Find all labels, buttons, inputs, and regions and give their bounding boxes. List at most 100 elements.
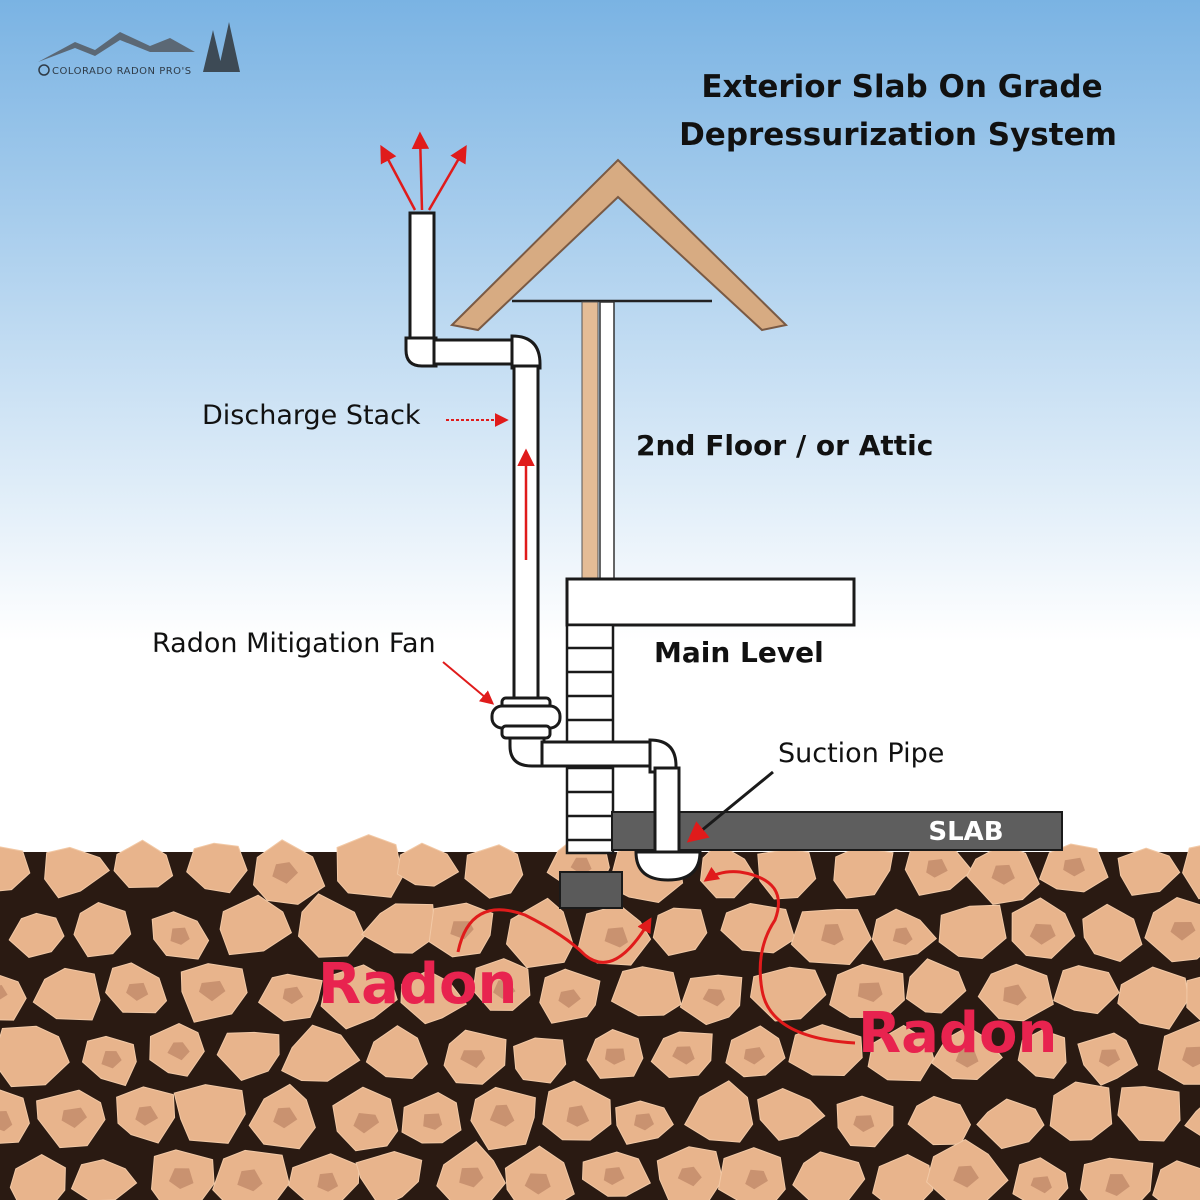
soil-stone [1157,1021,1200,1085]
soil-stone-shade [857,982,883,1002]
soil-stone [73,901,132,958]
soil-stone-shade [672,1046,695,1065]
soil-stone-shade [167,1042,190,1061]
discharge-stack-pipe [404,211,542,702]
soil-stone-shade [423,1113,443,1130]
logo-text: COLORADO RADON PRO'S [52,66,192,77]
soil-stone [0,846,31,892]
soil-stone-shade [0,985,8,1000]
soil-stone-shade [170,927,190,945]
soil-stone [684,1080,754,1143]
soil-stone-shade [199,980,226,1002]
soil-stone-shade [273,1107,298,1129]
soil-stone [365,1025,428,1080]
fan-arrow [442,661,495,705]
soil-stone [70,1159,138,1200]
soil-stone [355,1150,423,1200]
soil-stone-shade [169,1168,194,1189]
soil-stone [0,1025,70,1088]
soil-stone-shade [460,1050,486,1068]
soil-stone-shade [317,1172,339,1192]
title-line-1: Exterior Slab On Grade [701,69,1102,105]
soil-stone [1117,966,1189,1030]
soil-stone [792,1151,866,1200]
soil-stone [1117,1086,1181,1142]
soil-stone [513,1037,567,1084]
soil-stone-shade [1105,1174,1130,1196]
soil-stone-shade [61,1107,87,1128]
soil-stone [1017,1029,1067,1079]
soil-stone [833,846,894,899]
main-level-floor [565,577,856,627]
soil-stone [216,1031,280,1081]
soil-stone-shade [955,1047,979,1068]
soil-stone-shade [570,857,592,875]
suction-pipe-arrow [686,770,774,843]
soil-stone-shade [566,1105,590,1127]
soil-stone [281,1024,361,1082]
soil-stone [610,966,682,1017]
soil-stone-shade [126,982,149,1001]
soil-stone [32,967,101,1021]
house-roof [449,158,789,332]
soil-stone-shade [135,1106,159,1126]
soil-stone [652,907,708,956]
soil-stone-shade [953,1165,979,1188]
soil-stone-shade [489,1104,515,1127]
soil-stone-shade [892,927,913,945]
soil-stone [872,1153,934,1200]
soil-stone-shade [603,1167,625,1185]
soil-stone [113,839,174,889]
soil-stone-shade [702,988,725,1007]
soil-stone [1082,903,1143,963]
radon-label-right: Radon [858,1001,1057,1066]
soil-stone [788,1024,863,1077]
foundation-wall [559,623,623,909]
soil-stone [1152,1160,1200,1200]
second-floor-label: 2nd Floor / or Attic [636,429,933,462]
radon-flow-arrow-right [703,866,856,1045]
soil-stone [757,1087,826,1141]
soil-stone [0,1089,30,1144]
radon-label-left: Radon [318,952,517,1017]
soil-stone [1117,847,1181,896]
soil-ground [0,834,1200,1200]
house-wall [581,301,615,581]
soil-stone-shade [1098,1049,1121,1067]
soil-stone-shade [101,1051,122,1069]
company-logo: COLORADO RADON PRO'S [38,22,240,77]
soil-stone [400,970,468,1025]
soil-stone [361,903,437,954]
soil-stone-shade [272,862,298,884]
soil-stone-shade [0,1111,13,1132]
soil-stone [905,958,967,1014]
soil-stone [186,842,248,894]
soil-stone [464,844,524,899]
title-line-2: Depressurization System [679,117,1117,153]
soil-stone [9,1154,66,1200]
soil-stone [867,1024,935,1082]
radon-flow-arrow-left [456,908,652,964]
radon-fan [490,696,562,740]
soil-stone [1053,965,1120,1015]
suction-pipe [508,736,702,882]
soil-stone-shade [1029,923,1056,945]
soil-stone [1184,1107,1200,1136]
soil-stone-shade [926,859,948,878]
main-level-label: Main Level [654,636,824,669]
soil-stone [297,893,366,958]
soil-stone-shade [821,924,844,946]
soil-stone [938,904,1007,960]
soil-stone [504,1145,575,1200]
soil-stone [219,894,293,956]
soil-stone-shade [677,1166,702,1187]
concrete-slab [611,811,1063,851]
discharge-stack-label: Discharge Stack [202,400,421,431]
soil-stone-shade [604,927,628,948]
soil-stone [396,842,460,887]
soil-stone-shade [524,1173,551,1195]
soil-stone-shade [634,1113,654,1131]
exhaust-arrows [380,131,467,211]
soil-stone-shade [853,1115,875,1132]
soil-stone-shade [991,864,1015,885]
